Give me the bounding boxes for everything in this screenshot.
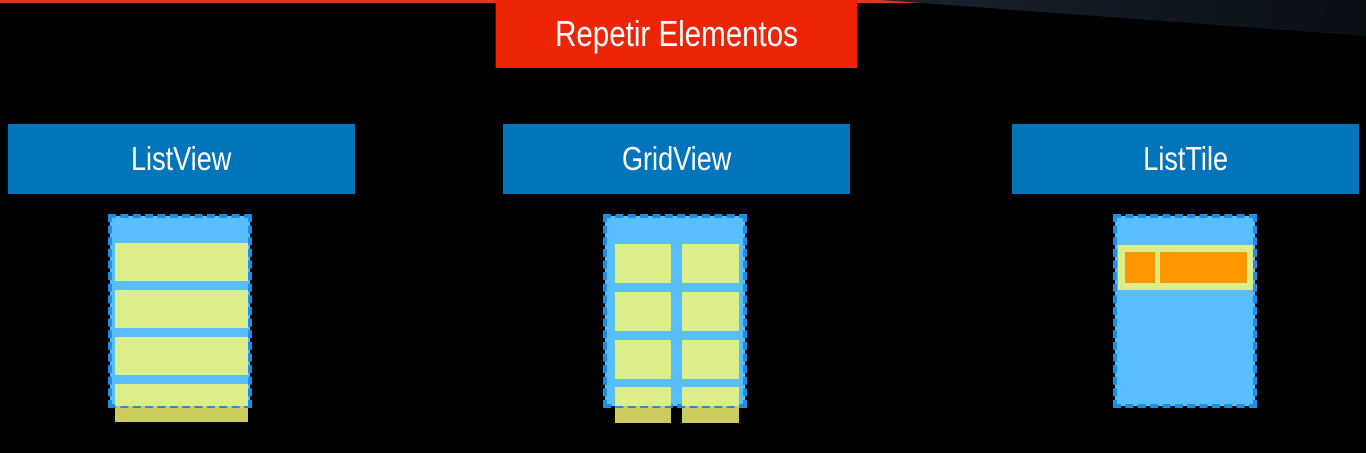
gridview-label: GridView: [621, 140, 732, 177]
list-item: [115, 243, 248, 281]
slide-title: Repetir Elementos: [555, 13, 798, 54]
grid-cell: [615, 340, 671, 379]
grid-cell: [682, 292, 739, 331]
grid-cell: [615, 292, 671, 331]
grid-cell-overflow: [682, 404, 739, 423]
list-item: [115, 290, 248, 328]
list-item: [115, 337, 248, 375]
list-item: [115, 384, 248, 406]
listview-label: ListView: [131, 140, 232, 177]
listtile-screen: [1113, 214, 1257, 408]
tile-leading: [1125, 252, 1155, 283]
grid-cell-overflow: [615, 404, 671, 423]
grid-cell: [682, 244, 739, 283]
listtile-header: ListTile: [1012, 124, 1359, 194]
grid-cell: [682, 340, 739, 379]
title-banner: Repetir Elementos: [495, 0, 858, 68]
list-item-overflow: [115, 404, 248, 422]
listview-header: ListView: [8, 124, 355, 194]
grid-cell: [615, 244, 671, 283]
corner-decoration: [880, 0, 1366, 36]
grid-cell: [615, 387, 671, 406]
listview-screen: [108, 214, 252, 408]
tile-title: [1160, 252, 1247, 283]
list-tile: [1118, 245, 1253, 290]
grid-cell: [682, 387, 739, 406]
gridview-screen: [603, 214, 747, 408]
listtile-label: ListTile: [1143, 140, 1228, 177]
gridview-header: GridView: [503, 124, 850, 194]
